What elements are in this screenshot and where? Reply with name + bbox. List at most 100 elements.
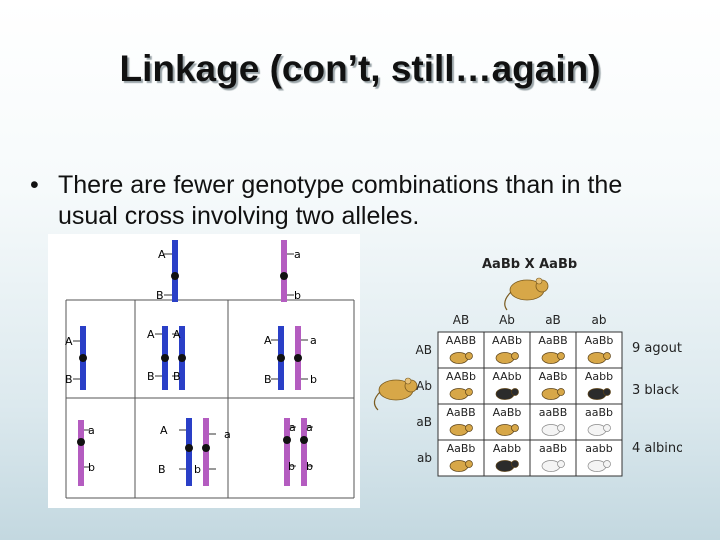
- mouse-icon: [558, 425, 565, 432]
- mouse-icon: [496, 461, 514, 472]
- mouse-icon: [466, 461, 473, 468]
- linkage-diagram: A B a b A B: [48, 234, 360, 508]
- allele-label: b: [194, 463, 201, 476]
- phenotype-ratio: 9 agouti: [632, 341, 682, 356]
- offspring-ab-ab: a a b b: [283, 418, 313, 486]
- allele-label: A: [65, 335, 73, 348]
- genotype-label: aaBb: [585, 406, 613, 419]
- allele-label: A: [264, 334, 272, 347]
- allele-label: a: [289, 421, 296, 434]
- bullet-text: There are fewer genotype combinations th…: [58, 170, 688, 232]
- mouse-icon: [558, 353, 565, 360]
- column-header: aB: [545, 313, 561, 327]
- allele-label: a: [310, 334, 317, 347]
- allele-label: B: [158, 463, 166, 476]
- mouse-icon: [512, 353, 519, 360]
- parent-chromosome-blue: A B: [156, 240, 179, 302]
- mouse-icon: [512, 425, 519, 432]
- mouse-icon: [588, 353, 606, 364]
- allele-label: a: [306, 421, 313, 434]
- offspring-ab-AB: A a B b: [158, 418, 231, 486]
- allele-label: A: [173, 328, 181, 341]
- allele-label: b: [310, 373, 317, 386]
- mouse-icon: [466, 389, 473, 396]
- mouse-icon: [558, 389, 565, 396]
- genotype-label: AaBB: [538, 334, 567, 347]
- linkage-diagram-svg: A B a b A B: [48, 234, 360, 508]
- mouse-icon: [496, 389, 514, 400]
- offspring-AB-ab: A a B b: [264, 326, 317, 390]
- row-header: Ab: [416, 379, 432, 393]
- allele-label: A: [158, 248, 166, 261]
- row2-header-chromosome: a b: [77, 420, 95, 486]
- genotype-label: AAbb: [492, 370, 521, 383]
- parent-chromosome-purple: a b: [280, 240, 301, 302]
- mouse-icon: [450, 425, 468, 436]
- genotype-label: AaBb: [447, 442, 476, 455]
- mouse-icon: [496, 425, 514, 436]
- mouse-icon: [505, 278, 548, 310]
- column-header: AB: [453, 313, 469, 327]
- mouse-icon: [604, 389, 611, 396]
- mouse-icon: [588, 425, 606, 436]
- offspring-AB-AB: A A B B: [147, 326, 186, 390]
- allele-label: A: [160, 424, 168, 437]
- allele-label: b: [88, 461, 95, 474]
- genotype-label: AaBB: [446, 406, 475, 419]
- mouse-icon: [604, 353, 611, 360]
- allele-label: b: [294, 289, 301, 302]
- mouse-icon: [466, 353, 473, 360]
- allele-label: A: [147, 328, 155, 341]
- mouse-icon: [512, 389, 519, 396]
- genotype-label: aaBb: [539, 442, 567, 455]
- mouse-icon: [450, 389, 468, 400]
- allele-label: B: [156, 289, 164, 302]
- row-header: aB: [416, 415, 432, 429]
- genotype-label: aaBB: [539, 406, 568, 419]
- genotype-label: Aabb: [493, 442, 521, 455]
- allele-label: b: [288, 460, 295, 473]
- row-header: AB: [416, 343, 432, 357]
- row-header: ab: [417, 451, 432, 465]
- slide-title: Linkage (con’t, still…again): [0, 48, 720, 90]
- mouse-icon: [496, 353, 514, 364]
- mouse-icon: [450, 353, 468, 364]
- allele-label: B: [147, 370, 155, 383]
- allele-label: B: [173, 370, 181, 383]
- genotype-label: Aabb: [585, 370, 613, 383]
- allele-label: B: [264, 373, 272, 386]
- bullet-marker: •: [30, 170, 39, 201]
- genotype-label: AABb: [492, 334, 522, 347]
- mouse-icon: [450, 461, 468, 472]
- mouse-icon: [512, 461, 519, 468]
- phenotype-ratio: 3 black: [632, 383, 679, 398]
- mouse-icon: [466, 425, 473, 432]
- mouse-icon: [558, 461, 565, 468]
- genotype-label: AaBb: [493, 406, 522, 419]
- genotype-label: AABB: [446, 334, 476, 347]
- row1-header-chromosome: A B: [65, 326, 87, 390]
- mouse-icon: [588, 389, 606, 400]
- column-header: Ab: [499, 313, 515, 327]
- allele-label: b: [306, 460, 313, 473]
- allele-label: B: [65, 373, 73, 386]
- genotype-label: AaBb: [539, 370, 568, 383]
- mouse-icon: [542, 353, 560, 364]
- mouse-icon: [542, 425, 560, 436]
- mouse-icon: [604, 425, 611, 432]
- phenotype-ratio: 4 albino: [632, 441, 682, 456]
- allele-label: a: [294, 248, 301, 261]
- cross-label: AaBb X AaBb: [482, 257, 577, 272]
- mouse-icon: [374, 378, 417, 410]
- mouse-icon: [604, 461, 611, 468]
- allele-label: a: [224, 428, 231, 441]
- allele-label: a: [88, 424, 95, 437]
- mouse-icon: [588, 461, 606, 472]
- mouse-icon: [542, 461, 560, 472]
- column-header: ab: [592, 313, 607, 327]
- genotype-label: AaBb: [585, 334, 614, 347]
- genotype-label: aabb: [585, 442, 612, 455]
